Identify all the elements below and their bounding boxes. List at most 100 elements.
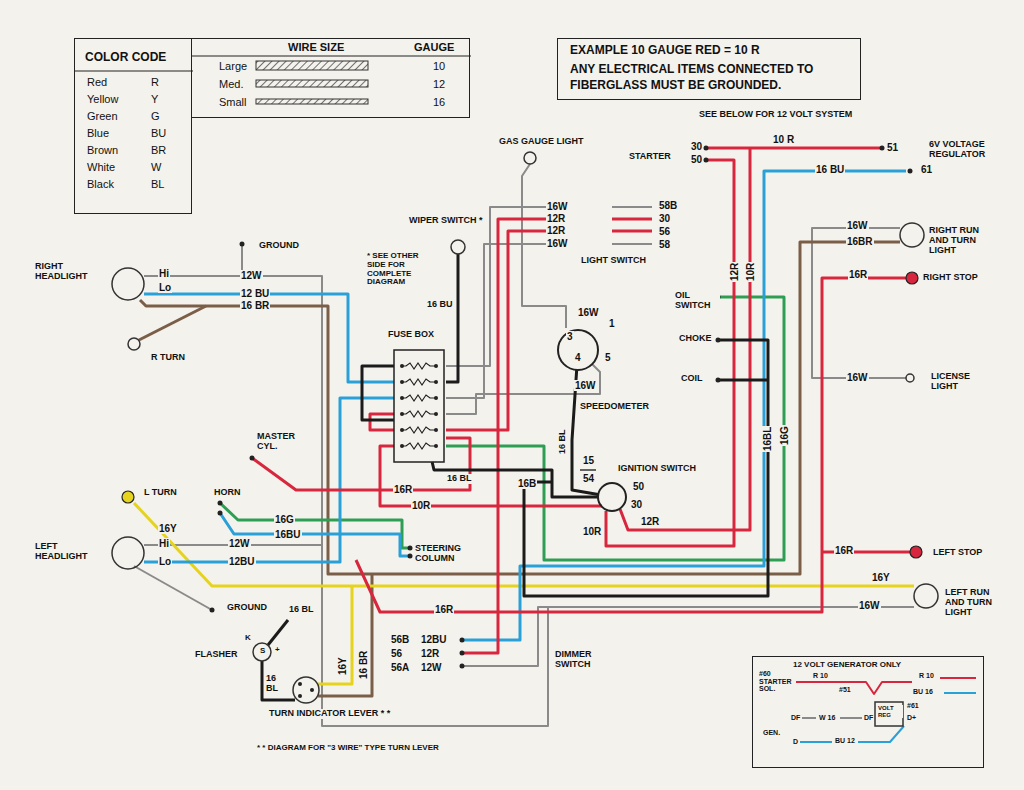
black-wire [262,254,768,700]
component-label: GROUND [258,241,300,251]
wire-code: 16 BL [558,428,568,455]
wire-code: 12W [420,662,443,673]
pin-number: 56B [390,634,410,645]
wire-code: 16 BL [446,474,473,484]
brown-wire [139,306,206,340]
terminal-dot [434,364,438,368]
box-heading: EXAMPLE 10 GAUGE RED = 10 R [570,44,760,57]
terminal-dot [210,608,215,613]
table-rule [75,70,193,71]
pin-number: Lo [158,556,172,567]
fuse-symbol [402,363,436,369]
component-label: GEN. [762,729,781,737]
note-text: * SEE OTHER SIDE FOR COMPLETE DIAGRAM [366,252,430,287]
wire-code: 16Y [871,572,891,583]
wire-code: 16 BR [358,650,369,680]
component-label: LEFT HEADLIGHT [34,542,102,562]
box-text: Green [87,110,118,122]
box-heading: COLOR CODE [85,51,166,64]
note-text: * * DIAGRAM FOR "3 WIRE" TYPE TURN LEVER [256,744,440,753]
component-label: RIGHT HEADLIGHT [34,262,102,282]
wire-code: 16R [848,269,868,280]
terminal-dot [298,694,302,698]
terminal-dot [704,158,709,163]
pin-number: + [274,646,281,655]
pin-number: 56 [658,226,671,237]
pin-number: Lo [158,282,172,293]
box-text: Y [151,93,158,105]
speedometer-outline [558,330,598,370]
fuse-box-outline [394,350,444,462]
component-label: HORN [213,488,242,498]
black-wire [446,254,458,382]
fuse-symbol [402,379,436,385]
box-text: Black [87,178,114,190]
box-text: Small [219,96,247,108]
blue-wire [144,294,394,382]
component-symbol [112,268,144,300]
wire-code: 12R [546,213,566,224]
wire-code: 12R [640,516,660,527]
wire-code: 16W [546,238,569,249]
terminal-dot [434,396,438,400]
pin-number: K [244,634,252,643]
red-wire [708,147,882,150]
brown-wire [140,242,900,574]
red-wire [606,160,734,546]
box-text: 10 [433,60,445,72]
box-heading: WIRE SIZE [288,41,344,53]
terminal-dot [400,380,404,384]
terminal-dot [400,444,404,448]
wire-code: 16W [846,220,869,231]
black-wire [524,340,768,596]
wire-code: 16W [546,201,569,212]
pin-number: D [792,738,799,746]
terminal-dot [434,412,438,416]
wire-code: 10R [582,526,602,537]
green-wire [220,503,410,548]
component-label: COIL [680,374,704,384]
component-label: FLASHER [194,650,239,660]
speedometer: SPEEDOMETER [548,326,658,418]
fuse-symbol [402,395,436,401]
component-label: LEFT RUN AND TURN LIGHT [944,588,1008,618]
box-heading: SPEEDOMETER [580,402,649,412]
wire-code: 16BU [274,529,302,540]
box-text: G [151,110,160,122]
white-wire [840,717,862,719]
component-label: GAS GAUGE LIGHT [498,137,585,147]
wire-code: 10 R [772,134,795,145]
terminal-dot [460,638,465,643]
terminal-dot [434,444,438,448]
wire-code: 12 BU [240,288,270,299]
wire-code: 16W [574,380,597,391]
pin-number: 54 [582,473,595,484]
blue-wire [800,741,832,743]
wire-code: 10R [411,500,431,511]
wire-code: 16Y [158,523,178,534]
yellow-wire [318,586,352,684]
pin-number: 56 [390,648,403,659]
red-wire [790,682,912,694]
wire-size-swatch [256,99,368,104]
blue-wire [220,513,410,556]
pin-number: 51 [886,142,899,153]
component-symbol [914,584,938,608]
black-wire [718,379,768,382]
note-text: SEE BELOW FOR 12 VOLT SYSTEM [698,110,853,120]
box-text: BU [151,127,166,139]
component-label: L TURN [143,488,178,498]
component-symbol [112,537,144,569]
wire-code: 16 BL [265,674,285,694]
wire-code: 16BL [762,426,773,452]
blue-wire [144,398,394,562]
component-label: 6V VOLTAGE REGULATOR [928,140,1008,160]
wire-code: 16 BU [426,300,454,310]
wire-code: 10R [745,262,756,282]
lamp-symbol [906,272,918,284]
component-symbol [524,152,536,164]
black-wire [362,366,394,420]
pin-number: DF [863,714,874,722]
wire-size-table: WIRE SIZEGAUGELarge10Med.12Small16 [191,38,470,118]
wire-code: BU 12 [834,737,856,745]
